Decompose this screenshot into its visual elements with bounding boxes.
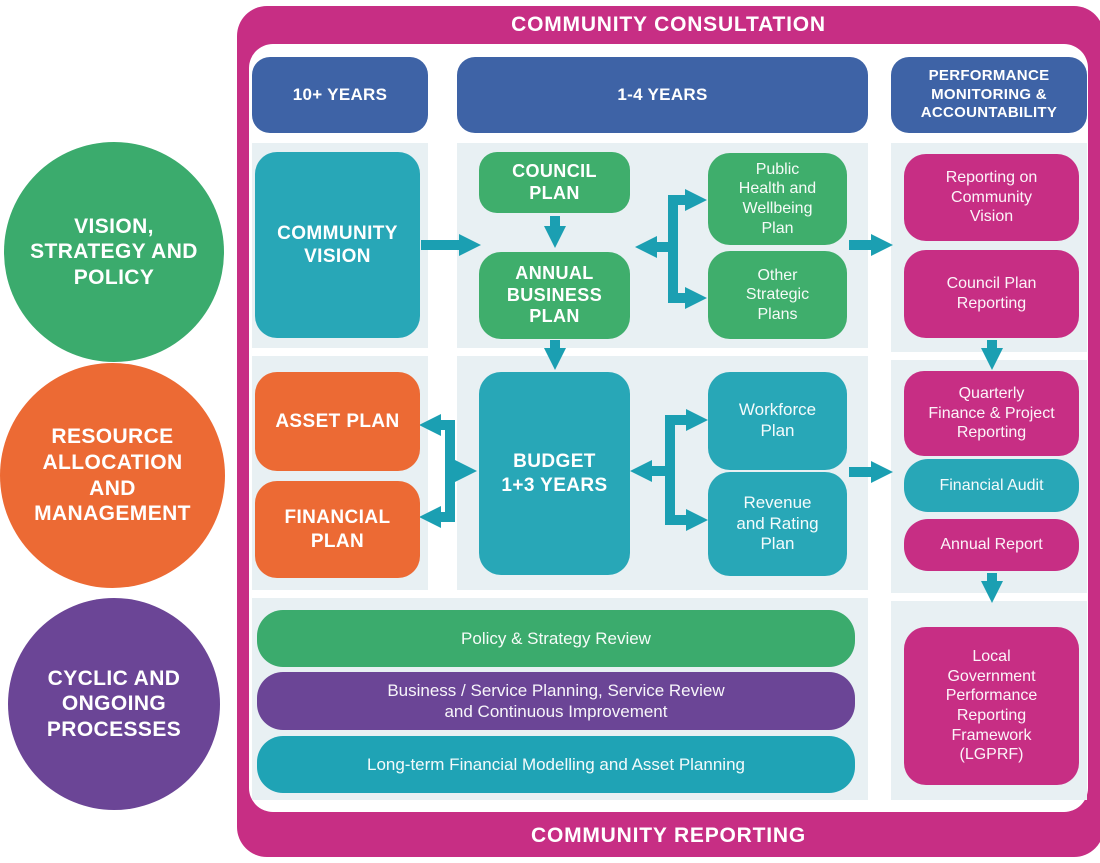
box-council-plan: COUNCIL PLAN bbox=[479, 152, 630, 213]
community-consultation-banner: COMMUNITY CONSULTATION bbox=[511, 13, 826, 36]
community-reporting-banner: COMMUNITY REPORTING bbox=[531, 824, 806, 847]
box-financial-plan: FINANCIAL PLAN bbox=[255, 481, 420, 578]
box-revenue-rating-plan: Revenue and Rating Plan bbox=[708, 472, 847, 576]
bar-business-service-planning: Business / Service Planning, Service Rev… bbox=[257, 672, 855, 730]
bar-longterm-financial-modelling: Long-term Financial Modelling and Asset … bbox=[257, 736, 855, 793]
box-annual-business-plan: ANNUAL BUSINESS PLAN bbox=[479, 252, 630, 339]
circle-resource-allocation: RESOURCE ALLOCATION AND MANAGEMENT bbox=[0, 363, 225, 588]
box-public-health-wellbeing-plan: Public Health and Wellbeing Plan bbox=[708, 153, 847, 245]
box-council-plan-reporting: Council Plan Reporting bbox=[904, 250, 1079, 338]
box-community-vision: COMMUNITY VISION bbox=[255, 152, 420, 338]
bar-policy-strategy-review: Policy & Strategy Review bbox=[257, 610, 855, 667]
circle-vision-strategy-policy: VISION, STRATEGY AND POLICY bbox=[4, 142, 224, 362]
box-budget-1-3-years: BUDGET 1+3 YEARS bbox=[479, 372, 630, 575]
header-performance-monitoring: PERFORMANCE MONITORING & ACCOUNTABILITY bbox=[891, 57, 1087, 133]
box-lgprf: Local Government Performance Reporting F… bbox=[904, 627, 1079, 785]
box-reporting-on-community-vision: Reporting on Community Vision bbox=[904, 154, 1079, 241]
box-financial-audit: Financial Audit bbox=[904, 459, 1079, 512]
box-asset-plan: ASSET PLAN bbox=[255, 372, 420, 471]
box-quarterly-finance-project-reporting: Quarterly Finance & Project Reporting bbox=[904, 371, 1079, 456]
header-10-plus-years: 10+ YEARS bbox=[252, 57, 428, 133]
box-workforce-plan: Workforce Plan bbox=[708, 372, 847, 470]
header-1-4-years: 1-4 YEARS bbox=[457, 57, 868, 133]
circle-cyclic-processes: CYCLIC AND ONGOING PROCESSES bbox=[8, 598, 220, 810]
box-annual-report: Annual Report bbox=[904, 519, 1079, 571]
box-other-strategic-plans: Other Strategic Plans bbox=[708, 251, 847, 339]
